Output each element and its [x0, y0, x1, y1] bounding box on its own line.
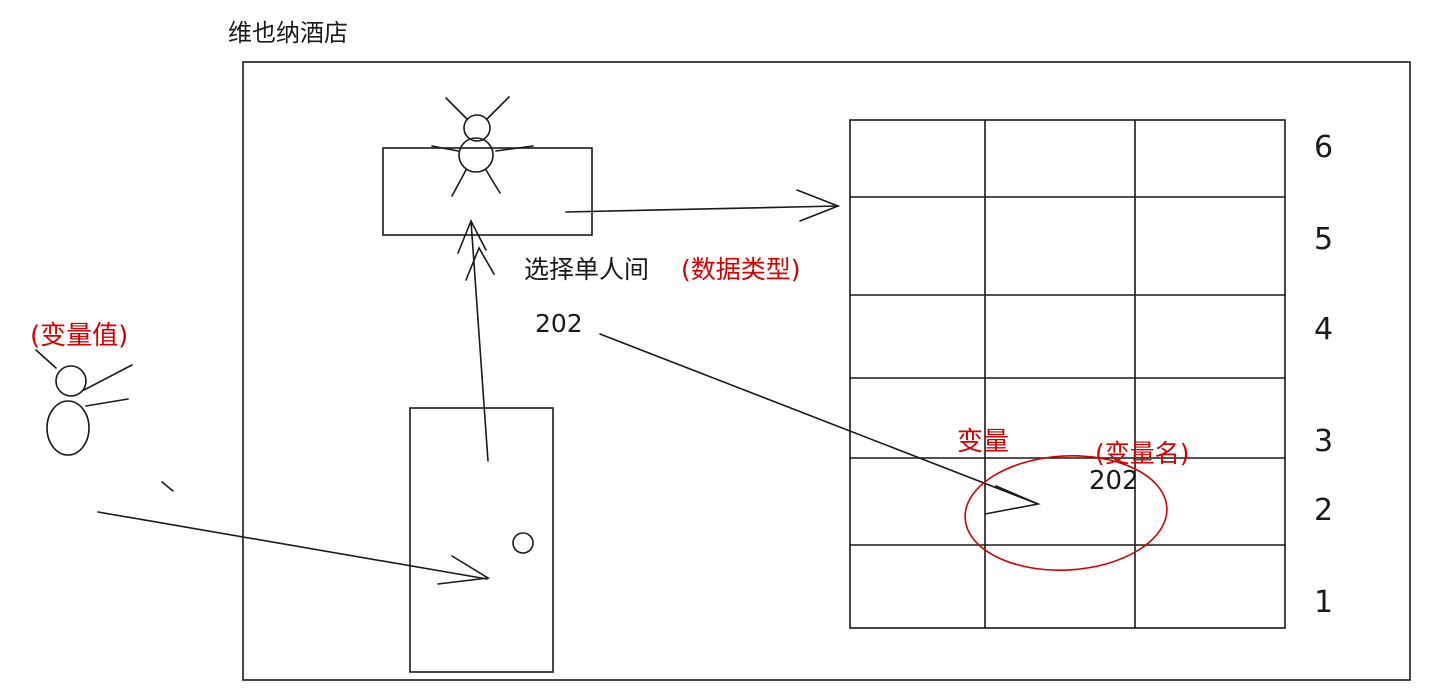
- floor-label-6: 6: [1314, 130, 1333, 165]
- receptionist-limb: [486, 96, 510, 120]
- arrowhead: [457, 219, 487, 254]
- arrow-desk-to-rooms: [565, 189, 841, 222]
- arrow-door-to-desk: [457, 219, 495, 462]
- arrowhead: [984, 485, 1041, 515]
- guest-head: [55, 365, 87, 397]
- guest-limb: [83, 364, 133, 391]
- arrowhead: [796, 189, 841, 222]
- receptionist-limb: [431, 145, 459, 152]
- floor-label-3: 3: [1314, 424, 1333, 459]
- label-variable: 变量: [957, 427, 1009, 457]
- floor-label-1: 1: [1314, 585, 1333, 620]
- label-room-request-202: 202: [535, 309, 583, 338]
- floor-label-4: 4: [1314, 312, 1333, 347]
- receptionist-limb: [451, 169, 467, 197]
- arrow-line: [565, 205, 839, 213]
- reception-desk: [382, 147, 593, 236]
- label-room-number-202: 202: [1089, 466, 1139, 496]
- diagram-title: 维也纳酒店: [228, 19, 348, 47]
- guest-body: [46, 400, 90, 456]
- label-choose-single-room: 选择单人间: [524, 255, 649, 284]
- grid-outline: [849, 119, 1286, 629]
- hotel-boundary: [242, 61, 1411, 681]
- arrow-guest-to-door: [97, 511, 491, 585]
- receptionist-limb: [445, 97, 468, 120]
- ink-strokes: [35, 61, 1411, 681]
- pen-mark: [161, 481, 174, 492]
- arrow-line: [470, 220, 489, 462]
- arrow-line: [97, 511, 488, 580]
- guest-figure: [35, 349, 174, 492]
- receptionist-limb: [495, 145, 534, 152]
- arrowhead: [465, 246, 495, 281]
- guest-limb: [35, 349, 57, 369]
- arrow-line: [599, 333, 1039, 505]
- room-grid: [849, 119, 1286, 629]
- receptionist-limb: [485, 169, 501, 194]
- label-variable-name: (变量名): [1095, 439, 1190, 468]
- door-knob: [512, 532, 534, 554]
- guest-limb: [85, 398, 129, 407]
- arrowhead: [437, 555, 491, 585]
- receptionist-figure: [431, 96, 534, 197]
- label-data-type: (数据类型): [681, 255, 801, 284]
- floor-label-5: 5: [1314, 222, 1333, 257]
- door-panel: [409, 407, 554, 673]
- arrow-202-to-room: [599, 333, 1041, 515]
- room-highlight-circle: [964, 455, 1168, 571]
- label-variable-value: (变量值): [30, 321, 128, 351]
- receptionist-body: [458, 137, 494, 173]
- receptionist-head: [463, 114, 491, 142]
- floor-label-2: 2: [1314, 493, 1333, 528]
- door: [409, 407, 554, 673]
